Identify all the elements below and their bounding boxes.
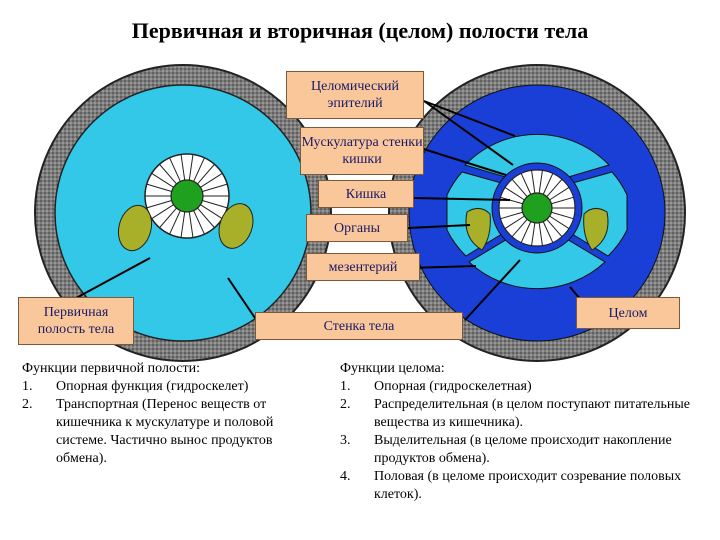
primary-functions-heading: Функции первичной полости: [22,361,201,376]
gut-epithelium-ray [520,173,532,195]
gut-epithelium-ray [188,211,194,238]
label-coelom: Целом [576,297,680,329]
gut-epithelium-ray [151,172,174,188]
primary-cavity-functions: Функции первичной полости: 1. Опорная фу… [22,360,322,468]
gut-epithelium-ray [500,196,523,205]
primary-function-item: 1. Опорная функция (гидроскелет) [22,379,249,394]
label-gut: Кишка [318,180,414,208]
gut-epithelium-ray [504,215,525,229]
left-organ-1 [117,204,153,252]
gut-epithelium-ray [169,157,181,182]
gut-epithelium-ray [193,157,205,182]
label-mesentery: мезентерий [306,253,420,281]
gut-epithelium-ray [151,204,174,220]
gut-epithelium-ray [504,187,525,201]
gut-epithelium-ray [159,207,177,229]
gut-epithelium-ray [551,211,574,220]
gut-epithelium-ray [169,210,181,235]
right-organ-1 [465,208,491,251]
primary-function-item: 2. Транспортная (Перенос веществ от кише… [22,397,274,466]
gut-epithelium-ray [202,183,228,192]
gut-epithelium-ray [511,219,528,238]
left-gut [144,153,230,239]
gut-epithelium-ray [538,222,543,246]
gut-epithelium-ray [549,215,570,229]
gut-epithelium-ray [511,178,528,197]
gut-epithelium-ray [159,163,177,185]
gut-epithelium-ray [197,207,215,229]
gut-epithelium-ray [202,200,228,209]
gut-epithelium-ray [200,204,223,220]
coelom-section [388,64,686,362]
gut-epithelium-ray [531,170,536,194]
gut-epithelium-ray [546,219,563,238]
gut-epithelium-ray [542,173,554,195]
gut-epithelium-ray [188,154,194,181]
primary-cavity-section [34,64,332,362]
gut-epithelium-ray [193,210,205,235]
coelom-function-item: 1. Опорная (гидроскелетная) [340,379,532,394]
gut-epithelium-ray [531,222,536,246]
page-title: Первичная и вторичная (целом) полости те… [131,18,589,43]
gut-epithelium-ray [542,221,554,243]
left-organ-2 [218,203,254,249]
label-primary-cavity: Первичная полость тела [18,297,134,345]
label-coelomic-epithelium: Целомический эпителий [286,71,424,119]
gut-epithelium-ray [180,211,186,238]
coelom-functions: Функции целома: 1. Опорная (гидроскелетн… [340,360,690,504]
gut-epithelium-ray [549,187,570,201]
label-organs: Органы [306,214,408,242]
coelom-function-item: 4. Половая (в целоме происходит созреван… [340,469,682,502]
pointer-lines [64,100,597,321]
gut-epithelium-ray [520,221,532,243]
coelom-functions-heading: Функции целома: [340,361,445,376]
label-gut-wall-muscles: Мускулатура стенки кишки [300,127,424,175]
gut-epithelium-ray [546,178,563,197]
gut-epithelium-ray [551,196,574,205]
gut-epithelium-ray [500,211,523,220]
gut-epithelium-ray [538,170,543,194]
gut-epithelium-ray [197,163,215,185]
gut-epithelium-ray [200,172,223,188]
coelom-function-item: 3. Выделительная (в целоме происходит на… [340,433,672,466]
right-organ-2 [583,208,609,251]
gut-epithelium-ray [146,200,172,209]
gut-epithelium-ray [180,154,186,181]
label-body-wall: Стенка тела [255,312,463,340]
gut-epithelium-ray [146,183,172,192]
coelom-function-item: 2. Распределительная (в целом поступают … [340,397,690,430]
right-gut [491,162,583,254]
